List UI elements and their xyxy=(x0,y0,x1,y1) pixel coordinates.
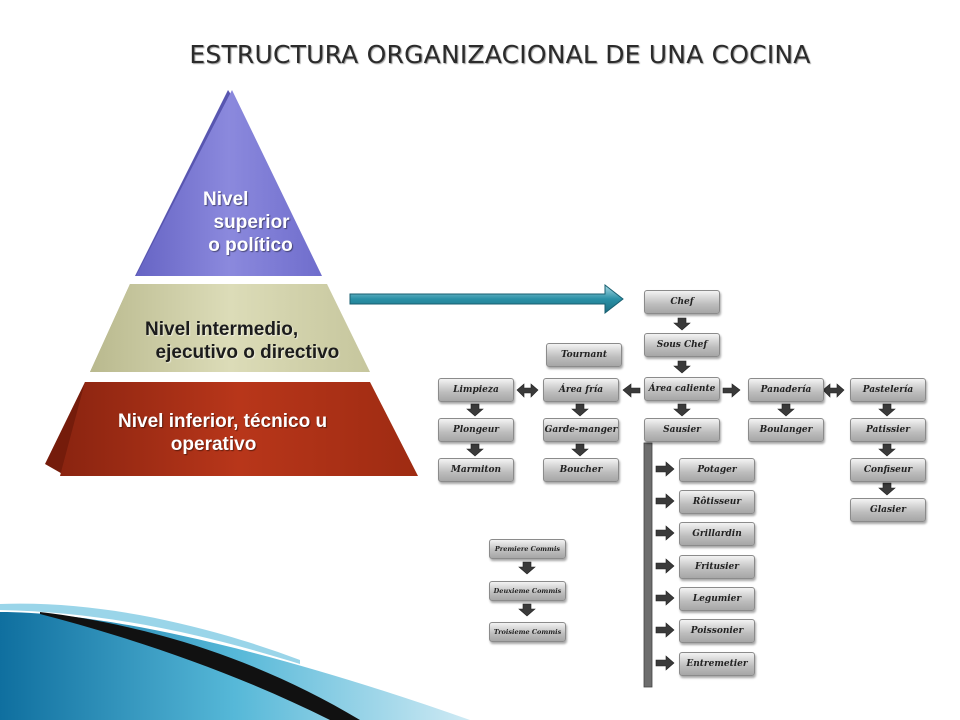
node-confiseur: Confiseur xyxy=(850,458,926,482)
arrow-right xyxy=(655,655,675,671)
node-pasteleria: Pastelería xyxy=(850,378,926,402)
pyramid-intermedio-label: Nivel intermedio, ejecutivo o directivo xyxy=(145,319,340,363)
node-troisieme-commis: Troisieme Commis xyxy=(489,622,566,642)
arrow-down xyxy=(777,403,795,417)
arrow-right xyxy=(655,622,675,638)
arrow-down xyxy=(518,603,536,617)
pyramid-superior-label: Nivel superior o político xyxy=(203,189,293,256)
node-chef: Chef xyxy=(644,290,720,314)
node-glasier: Glasier xyxy=(850,498,926,522)
node-potager: Potager xyxy=(679,458,755,482)
node-tournant: Tournant xyxy=(546,343,622,367)
arrow-right xyxy=(655,590,675,606)
arrow-right xyxy=(655,461,675,477)
level-pointer-arrow xyxy=(349,283,624,315)
arrow-right xyxy=(655,525,675,541)
arrow-down xyxy=(673,360,691,374)
arrow-down xyxy=(878,482,896,496)
sausier-branch-bar xyxy=(643,442,653,688)
node-grillardin: Grillardin xyxy=(679,522,755,546)
arrow-down xyxy=(673,403,691,417)
pyramid-intermedio xyxy=(90,284,370,372)
arrow-down xyxy=(878,443,896,457)
pyramid-inferior-label: Nivel inferior, técnico u operativo xyxy=(118,411,328,455)
node-boucher: Boucher xyxy=(543,458,619,482)
arrow-down xyxy=(518,561,536,575)
node-area-fria: Área fría xyxy=(543,378,619,402)
arrow-right xyxy=(655,558,675,574)
arrow-right xyxy=(722,383,741,398)
arrow-left-right xyxy=(516,383,539,398)
arrow-left-right xyxy=(822,383,845,398)
node-entremetier: Entremetier xyxy=(679,652,755,676)
arrow-down xyxy=(571,403,589,417)
node-plongeur: Plongeur xyxy=(438,418,514,442)
node-legumier: Legumier xyxy=(679,587,755,611)
arrow-down xyxy=(878,403,896,417)
arrow-down xyxy=(673,317,691,331)
arrow-right xyxy=(655,493,675,509)
arrow-down xyxy=(571,443,589,457)
pyramid-inferior xyxy=(60,382,418,476)
pyramid-superior xyxy=(136,90,322,276)
arrow-down xyxy=(466,403,484,417)
node-rotisseur: Rôtisseur xyxy=(679,490,755,514)
node-area-caliente: Área caliente xyxy=(644,377,720,401)
node-panaderia: Panadería xyxy=(748,378,824,402)
node-fritusier: Fritusier xyxy=(679,555,755,579)
node-marmiton: Marmiton xyxy=(438,458,514,482)
node-patissier: Patissier xyxy=(850,418,926,442)
node-poissonier: Poissonier xyxy=(679,619,755,643)
node-sausier: Sausier xyxy=(644,418,720,442)
node-boulanger: Boulanger xyxy=(748,418,824,442)
node-garde-manger: Garde-manger xyxy=(543,418,619,442)
arrow-down xyxy=(466,443,484,457)
node-sous-chef: Sous Chef xyxy=(644,333,720,357)
pyramid-diagram xyxy=(45,90,418,476)
node-deuxieme-commis: Deuxieme Commis xyxy=(489,581,566,601)
page-title: ESTRUCTURA ORGANIZACIONAL DE UNA COCINA xyxy=(189,40,811,69)
arrow-left xyxy=(622,383,641,398)
node-limpieza: Limpieza xyxy=(438,378,514,402)
node-premiere-commis: Premiere Commis xyxy=(489,539,566,559)
